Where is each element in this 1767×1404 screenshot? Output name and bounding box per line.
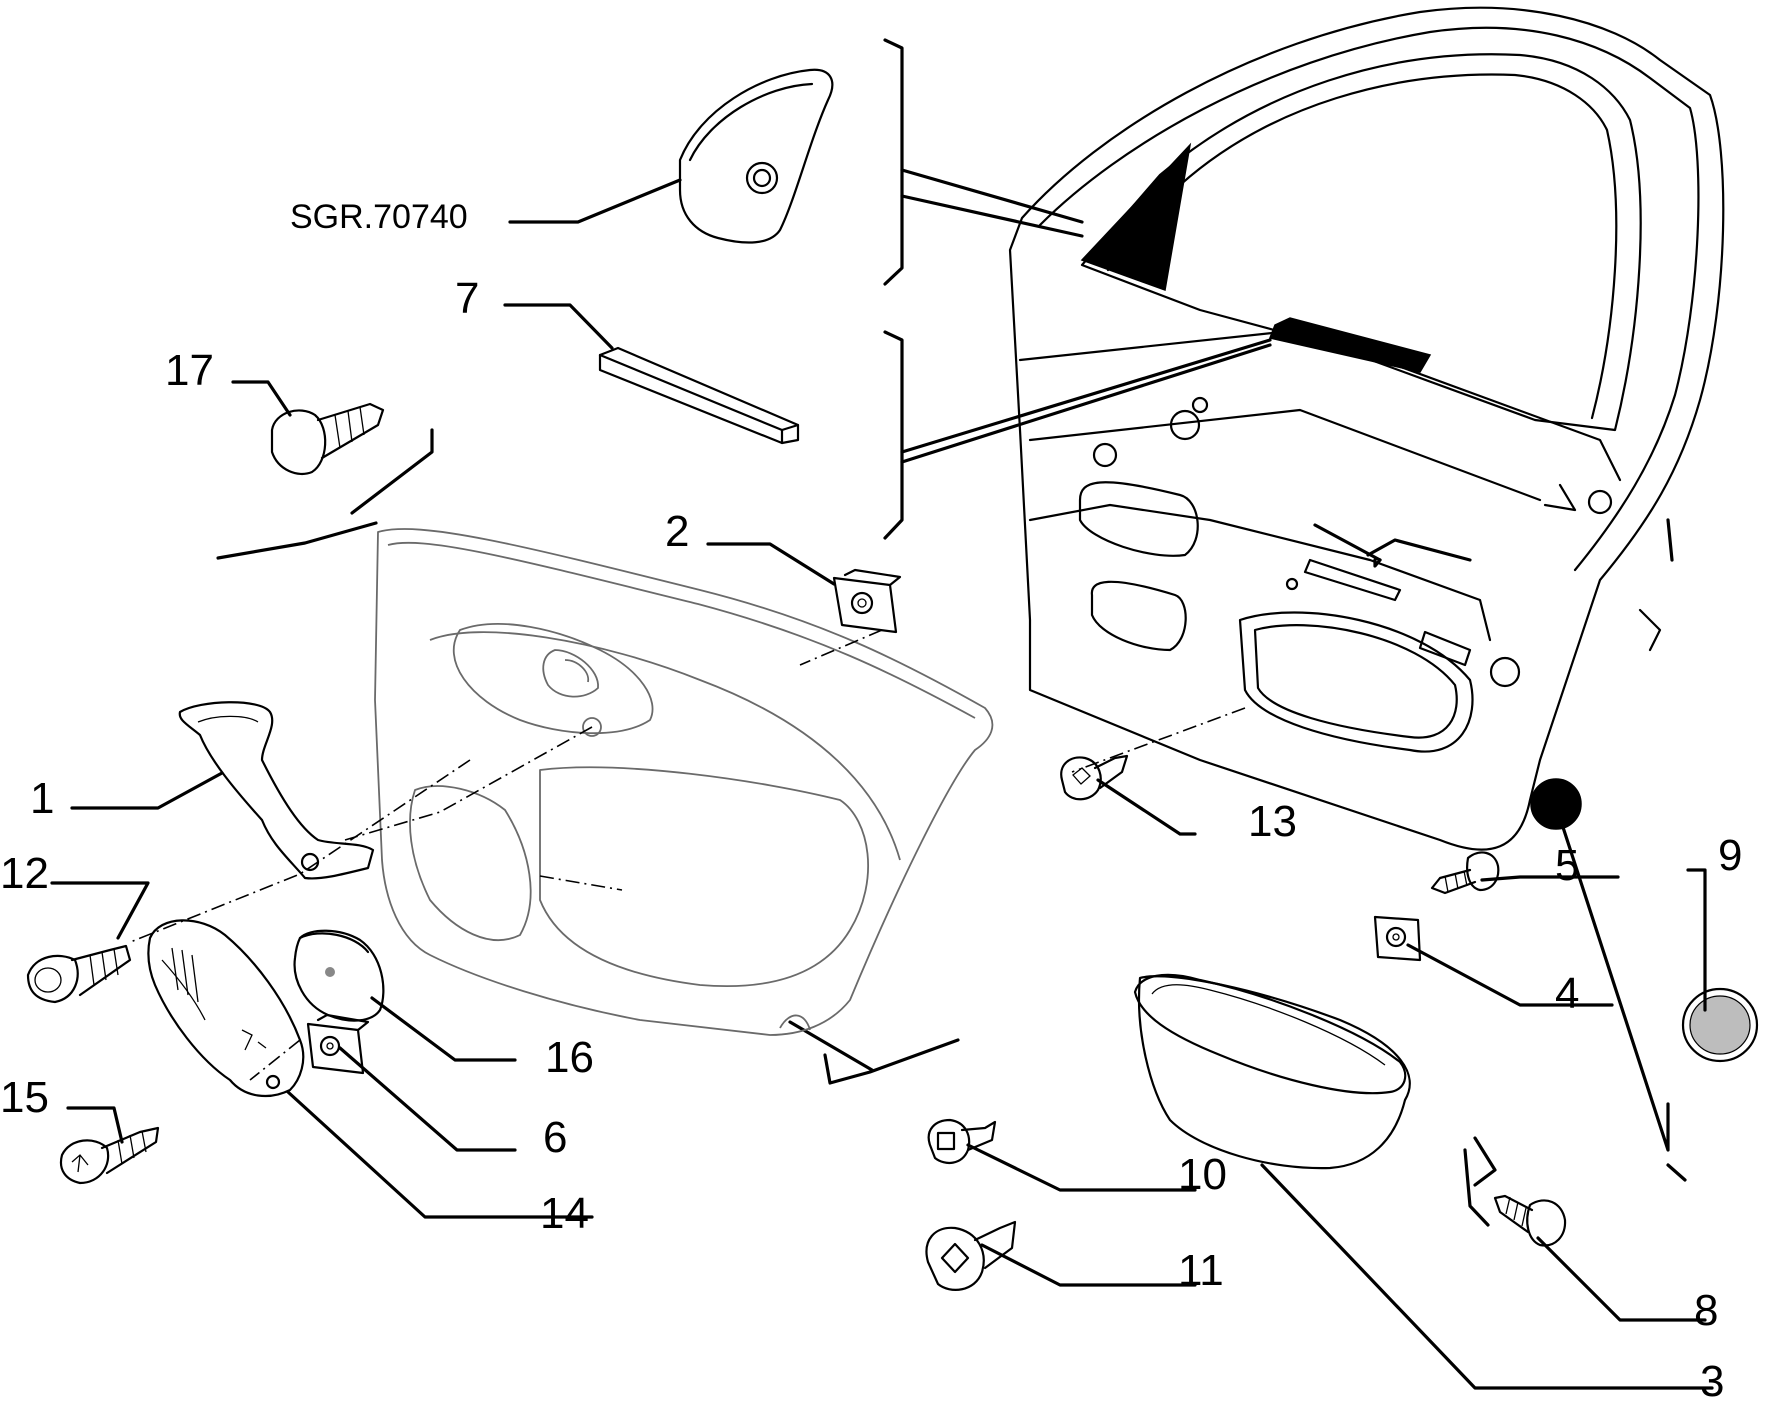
part-8-screw [1493, 1194, 1567, 1247]
part-2-clip [832, 568, 902, 634]
bracket-leaders [216, 38, 1674, 1227]
part-5-screw [1430, 851, 1500, 895]
label-7: 7 [455, 274, 479, 323]
label-sgr-code: SGR.70740 [290, 198, 468, 236]
label-17: 17 [165, 346, 214, 395]
label-1: 1 [30, 774, 54, 823]
part-14-handle-cover [147, 919, 305, 1097]
label-5: 5 [1555, 841, 1579, 890]
part-4-clip [1373, 915, 1422, 962]
part-6-clip [306, 1013, 370, 1075]
label-2: 2 [665, 507, 689, 556]
part-13-rivet [1060, 754, 1129, 801]
label-14: 14 [540, 1189, 589, 1238]
part-17-cap-screw [270, 402, 385, 476]
label-16: 16 [545, 1033, 594, 1082]
part-12-screw [26, 944, 132, 1004]
part-7-strip [598, 346, 800, 445]
label-12: 12 [0, 849, 49, 898]
part-labels: SGR.70740 7 17 2 1 12 15 16 6 14 13 5 4 … [0, 198, 1742, 1404]
leader-lines [50, 178, 1714, 1390]
label-13: 13 [1248, 797, 1297, 846]
label-3: 3 [1700, 1357, 1724, 1399]
label-4: 4 [1555, 969, 1579, 1018]
sgr-cover-plate [678, 68, 834, 244]
door-frame [1008, 6, 1725, 851]
part-15-screw [59, 1126, 160, 1185]
part-10-rivet [927, 1118, 997, 1165]
part-3-door-pocket [1133, 973, 1411, 1170]
dash-lines [127, 629, 1246, 1081]
label-11: 11 [1178, 1246, 1224, 1295]
door-trim-panel [374, 528, 994, 1036]
label-15: 15 [0, 1073, 49, 1122]
part-16-speaker-cover [293, 929, 385, 1022]
part-1-armrest-bracket [178, 701, 375, 880]
label-8: 8 [1694, 1286, 1718, 1335]
label-10: 10 [1178, 1150, 1227, 1199]
part-9-hole-cover [1681, 987, 1759, 1063]
label-9: 9 [1718, 831, 1742, 880]
label-6: 6 [543, 1113, 567, 1162]
